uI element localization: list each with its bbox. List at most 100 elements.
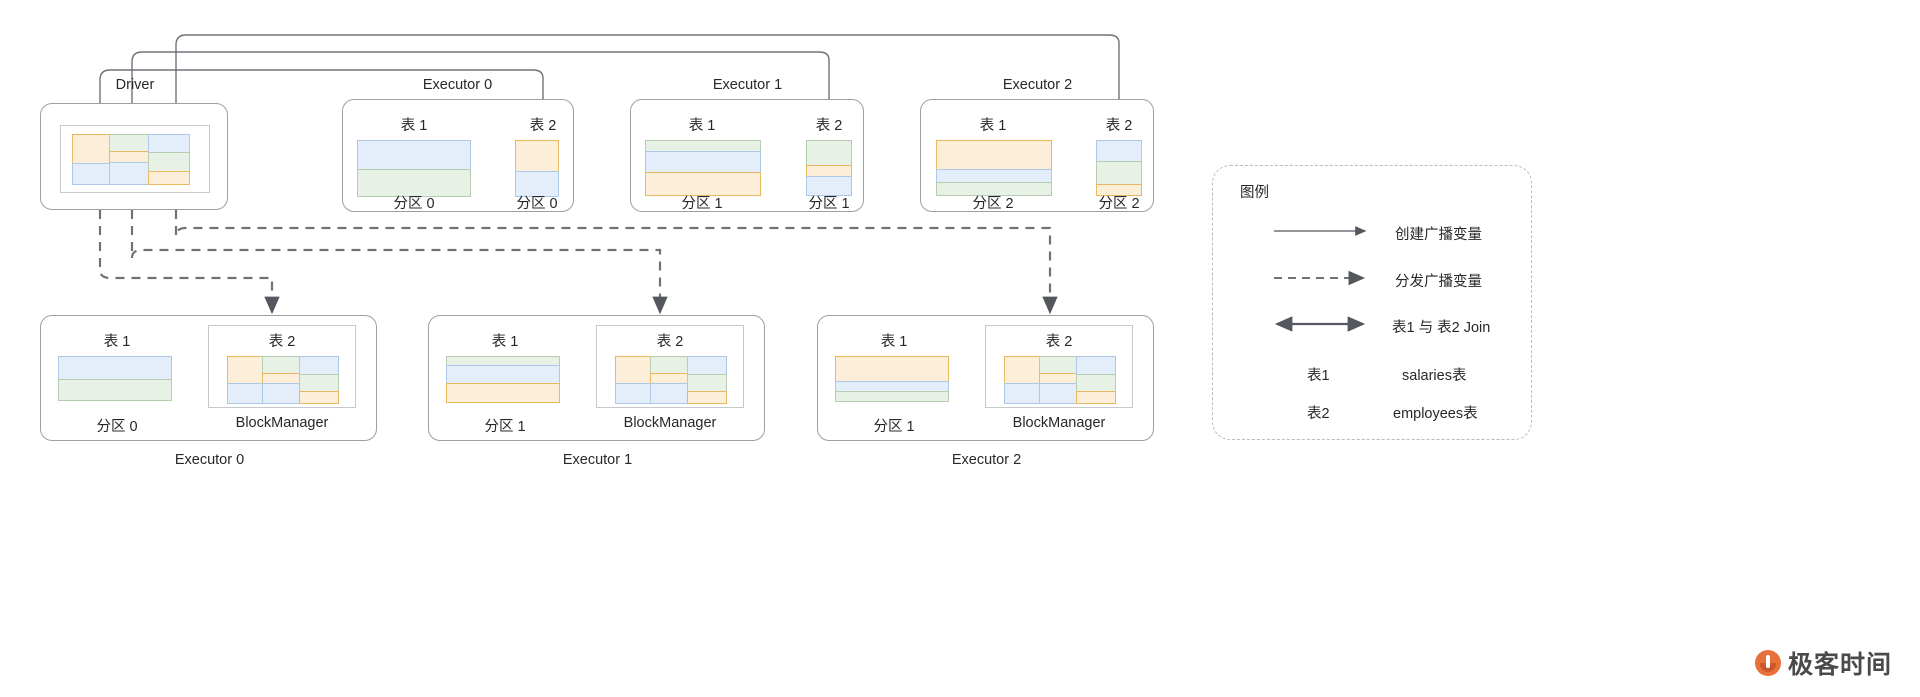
grid-cell (1004, 383, 1040, 404)
watermark-text: 极客时间 (1788, 651, 1893, 679)
grid-cell (687, 391, 727, 404)
bottom-executor0-table1-label: 表 1 (103, 334, 131, 350)
grid-column (1004, 356, 1040, 404)
grid-cell (148, 171, 190, 185)
grid-cell (1039, 382, 1077, 404)
bottom-executor2-blockmanager-grid (1004, 356, 1116, 404)
grid-cell (227, 356, 263, 385)
grid-cell (650, 382, 688, 404)
stripe (806, 176, 852, 196)
top-executor1-table2-partition: 分区 1 (808, 196, 850, 212)
bottom-executor2-table1-label: 表 1 (880, 334, 908, 350)
stripe (1096, 161, 1142, 185)
top-executor1-table2-stack (806, 140, 852, 196)
legend-row-0-text: 创建广播变量 (1395, 227, 1482, 243)
top-executor2-table2-stack (1096, 140, 1142, 196)
grid-cell (687, 356, 727, 375)
bottom-executor1-blockmanager-label: BlockManager (623, 415, 717, 431)
grid-cell (262, 382, 300, 404)
bottom-executor1-blockmanager-grid (615, 356, 727, 404)
legend-mapping-1-value: employees表 (1393, 406, 1478, 422)
grid-column (72, 134, 110, 185)
top-executor1-table2-label: 表 2 (815, 118, 843, 134)
driver-broadcast-grid (72, 134, 190, 185)
stripe (515, 171, 559, 197)
bottom-executor1-table1-label: 表 1 (491, 334, 519, 350)
driver-title: Driver (115, 77, 155, 93)
stripe (936, 140, 1052, 170)
grid-cell (1039, 356, 1077, 374)
grid-cell (615, 383, 651, 404)
stripe (1096, 140, 1142, 162)
grid-cell (72, 162, 110, 185)
grid-column (148, 134, 190, 185)
bottom-executor0-title: Executor 0 (174, 452, 245, 468)
bottom-executor2-table2-label: 表 2 (1045, 334, 1073, 350)
grid-column (299, 356, 339, 404)
bottom-executor1-table1-partition: 分区 1 (484, 419, 526, 435)
top-executor0-table1-label: 表 1 (400, 118, 428, 134)
stripe (936, 182, 1052, 196)
legend-mapping-1-key: 表2 (1307, 406, 1330, 422)
legend-title: 图例 (1240, 185, 1269, 201)
stripe (58, 379, 172, 401)
top-executor1-table1-partition: 分区 1 (681, 196, 723, 212)
top-executor0-table1-stack (357, 140, 471, 197)
grid-cell (109, 162, 149, 185)
grid-cell (615, 356, 651, 385)
top-executor2-table2-label: 表 2 (1105, 118, 1133, 134)
grid-column (1039, 356, 1077, 404)
grid-cell (650, 356, 688, 374)
legend-mapping-0-value: salaries表 (1402, 368, 1467, 384)
stripe (645, 172, 761, 196)
stripe (446, 365, 560, 384)
bottom-executor0-table1-partition: 分区 0 (96, 419, 138, 435)
stripe (1096, 184, 1142, 196)
bottom-executor2-blockmanager-label: BlockManager (1012, 415, 1106, 431)
top-executor0-table2-partition: 分区 0 (516, 196, 558, 212)
grid-column (109, 134, 149, 185)
stripe (446, 383, 560, 403)
grid-cell (299, 356, 339, 375)
top-executor2-title: Executor 2 (1002, 77, 1073, 93)
bottom-executor2-table1-partition: 分区 1 (873, 419, 915, 435)
bottom-executor1-title: Executor 1 (562, 452, 633, 468)
stripe (58, 356, 172, 380)
top-executor0-table2-stack (515, 140, 559, 197)
stripe (936, 169, 1052, 183)
grid-column (615, 356, 651, 404)
grid-cell (1076, 373, 1116, 392)
grid-cell (299, 391, 339, 404)
grid-column (1076, 356, 1116, 404)
stripe (835, 356, 949, 382)
bottom-executor2-title: Executor 2 (951, 452, 1022, 468)
legend-mapping-0-key: 表1 (1307, 368, 1330, 384)
top-executor1-title: Executor 1 (712, 77, 783, 93)
stripe (835, 391, 949, 402)
grid-cell (687, 373, 727, 392)
grid-cell (148, 152, 190, 173)
grid-column (262, 356, 300, 404)
top-executor1-table1-stack (645, 140, 761, 196)
top-executor0-title: Executor 0 (422, 77, 493, 93)
stripe (515, 140, 559, 172)
stripe (645, 151, 761, 173)
geekbang-logo-icon (1755, 650, 1781, 676)
distribute-broadcast-wires (98, 210, 1058, 315)
grid-cell (299, 373, 339, 392)
top-executor2-table1-label: 表 1 (979, 118, 1007, 134)
bottom-executor0-table2-label: 表 2 (268, 334, 296, 350)
bottom-executor0-blockmanager-label: BlockManager (235, 415, 329, 431)
grid-column (227, 356, 263, 404)
top-executor1-table1-label: 表 1 (688, 118, 716, 134)
grid-cell (72, 134, 110, 164)
grid-cell (1076, 391, 1116, 404)
legend-row-2-text: 表1 与 表2 Join (1392, 320, 1491, 336)
grid-cell (262, 356, 300, 374)
top-executor0-table1-partition: 分区 0 (393, 196, 435, 212)
bottom-executor1-table1-stack (446, 356, 560, 403)
bottom-executor0-table1-stack (58, 356, 172, 401)
top-executor2-table1-stack (936, 140, 1052, 196)
grid-cell (1076, 356, 1116, 375)
